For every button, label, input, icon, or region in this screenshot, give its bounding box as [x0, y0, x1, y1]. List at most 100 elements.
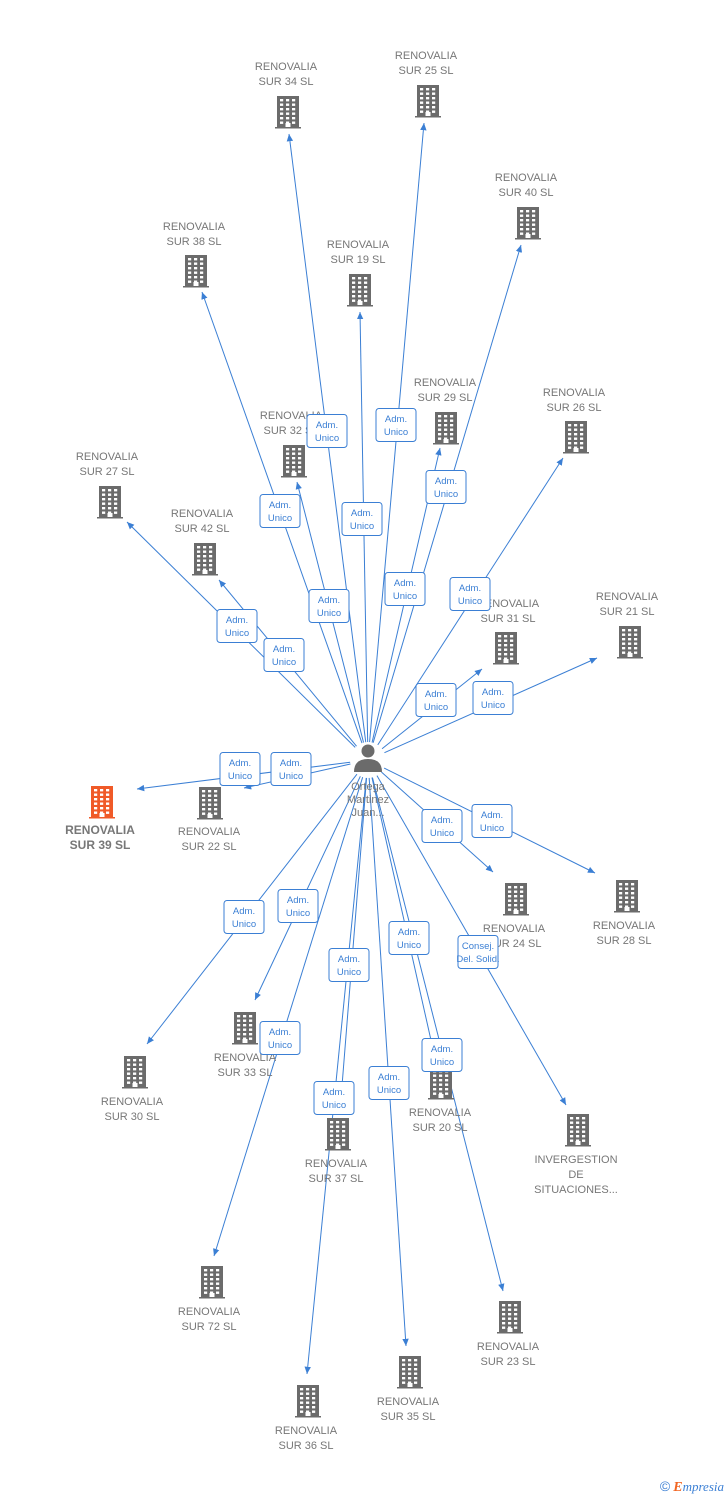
edge-role-text: Adm. [394, 578, 416, 589]
edge-role-label[interactable]: Adm.Unico [388, 921, 430, 955]
edge-role-label[interactable]: Adm.Unico [415, 683, 457, 717]
building-icon [281, 445, 307, 478]
edge-role-label[interactable]: Adm.Unico [313, 1081, 355, 1115]
company-name-text: RENOVALIA [305, 1158, 368, 1170]
edge-role-text: Adm. [482, 687, 504, 698]
edge-role-label[interactable]: Adm.Unico [375, 408, 417, 442]
company-name-text: SUR 22 SL [181, 841, 236, 853]
edge-role-label[interactable]: Adm.Unico [259, 494, 301, 528]
company-name-text: SUR 30 SL [104, 1111, 159, 1123]
center-person[interactable]: OrtegaMartinezJuan... [347, 744, 389, 820]
edge-role-label[interactable]: Adm.Unico [328, 948, 370, 982]
edge-role-label[interactable]: Adm.Unico [277, 889, 319, 923]
company-node-invergestion[interactable]: INVERGESTIONDESITUACIONES... [534, 1114, 618, 1196]
building-icon [347, 274, 373, 307]
edge-role-label[interactable]: Consej.Del. Solid. [456, 935, 500, 969]
edge-role-label[interactable]: Adm.Unico [472, 681, 514, 715]
edge-role-text: Unico [268, 1040, 292, 1051]
company-name-text: SUR 40 SL [498, 187, 553, 199]
company-name-text: RENOVALIA [214, 1052, 277, 1064]
building-icon [515, 207, 541, 240]
building-icon [275, 96, 301, 129]
building-icon [497, 1301, 523, 1334]
edge-role-text: Adm. [425, 689, 447, 700]
edge-role-label[interactable]: Adm.Unico [219, 752, 261, 786]
building-icon [183, 255, 209, 288]
edge-role-label[interactable]: Adm.Unico [306, 414, 348, 448]
edge-role-label[interactable]: Adm. Unico [263, 638, 305, 672]
edge-role-label[interactable]: Adm. Unico [384, 572, 426, 606]
edge-role-text: Unico [279, 771, 303, 782]
edge-sur35 [368, 777, 409, 1347]
edge-role-text: Unico [384, 427, 408, 438]
edge-role-text: Adm. [273, 644, 295, 655]
company-name-text: RENOVALIA [409, 1107, 472, 1119]
edge-role-label[interactable]: Adm.Unico [259, 1021, 301, 1055]
company-name-text: RENOVALIA [178, 1306, 241, 1318]
edge-role-label[interactable]: Adm.Unico [421, 1038, 463, 1072]
edge-role-text: Adm. [435, 476, 457, 487]
edge-role-label[interactable]: Adm.Unico [368, 1066, 410, 1100]
edge-role-text: Adm. [269, 500, 291, 511]
company-name-text: RENOVALIA [477, 598, 540, 610]
edge-role-label[interactable]: Adm.Unico [471, 804, 513, 838]
company-name-text: SUR 37 SL [308, 1173, 363, 1185]
edge-role-text: Unico [350, 521, 374, 532]
company-node-sur37[interactable]: RENOVALIA SUR 37 SL [305, 1118, 368, 1185]
edge-role-text: Unico [337, 967, 361, 978]
brand-initial: E [673, 1480, 683, 1495]
edge-role-label[interactable]: Adm.Unico [341, 502, 383, 536]
building-icon [493, 632, 519, 665]
edge-role-text: Unico [272, 657, 296, 668]
edge-sur23 [371, 777, 505, 1292]
edge-role-label[interactable]: Adm.Unico [449, 577, 491, 611]
edge-role-label[interactable]: Adm.Unico [216, 609, 258, 643]
edge-role-label[interactable]: Adm.Unico [308, 589, 350, 623]
edge-role-label[interactable]: Adm.Unico [223, 900, 265, 934]
edge-role-text: Unico [458, 596, 482, 607]
edge-role-text: Unico [228, 771, 252, 782]
edge-role-label[interactable]: Adm.Unico [421, 809, 463, 843]
company-name-text: SUR 32 SL [263, 425, 318, 437]
company-name-text: RENOVALIA [327, 239, 390, 251]
edge-role-text: Unico [232, 919, 256, 930]
company-name-text: SUR 29 SL [417, 392, 472, 404]
edge-role-text: Adm. [481, 810, 503, 821]
edge-role-text: Unico [315, 433, 339, 444]
edge-role-label[interactable]: Adm.Unico [270, 752, 312, 786]
brand-name: mpresia [682, 1479, 724, 1494]
company-name-text: RENOVALIA [543, 387, 606, 399]
edge-role-text: Unico [393, 591, 417, 602]
brand-footer[interactable]: ©Empresia [660, 1478, 724, 1496]
edge-role-label[interactable]: Adm.Unico [425, 470, 467, 504]
edge-sur37 [337, 777, 368, 1112]
edge-role-text: Adm. [287, 895, 309, 906]
building-icon [563, 421, 589, 454]
company-name-text: RENOVALIA [163, 221, 226, 233]
